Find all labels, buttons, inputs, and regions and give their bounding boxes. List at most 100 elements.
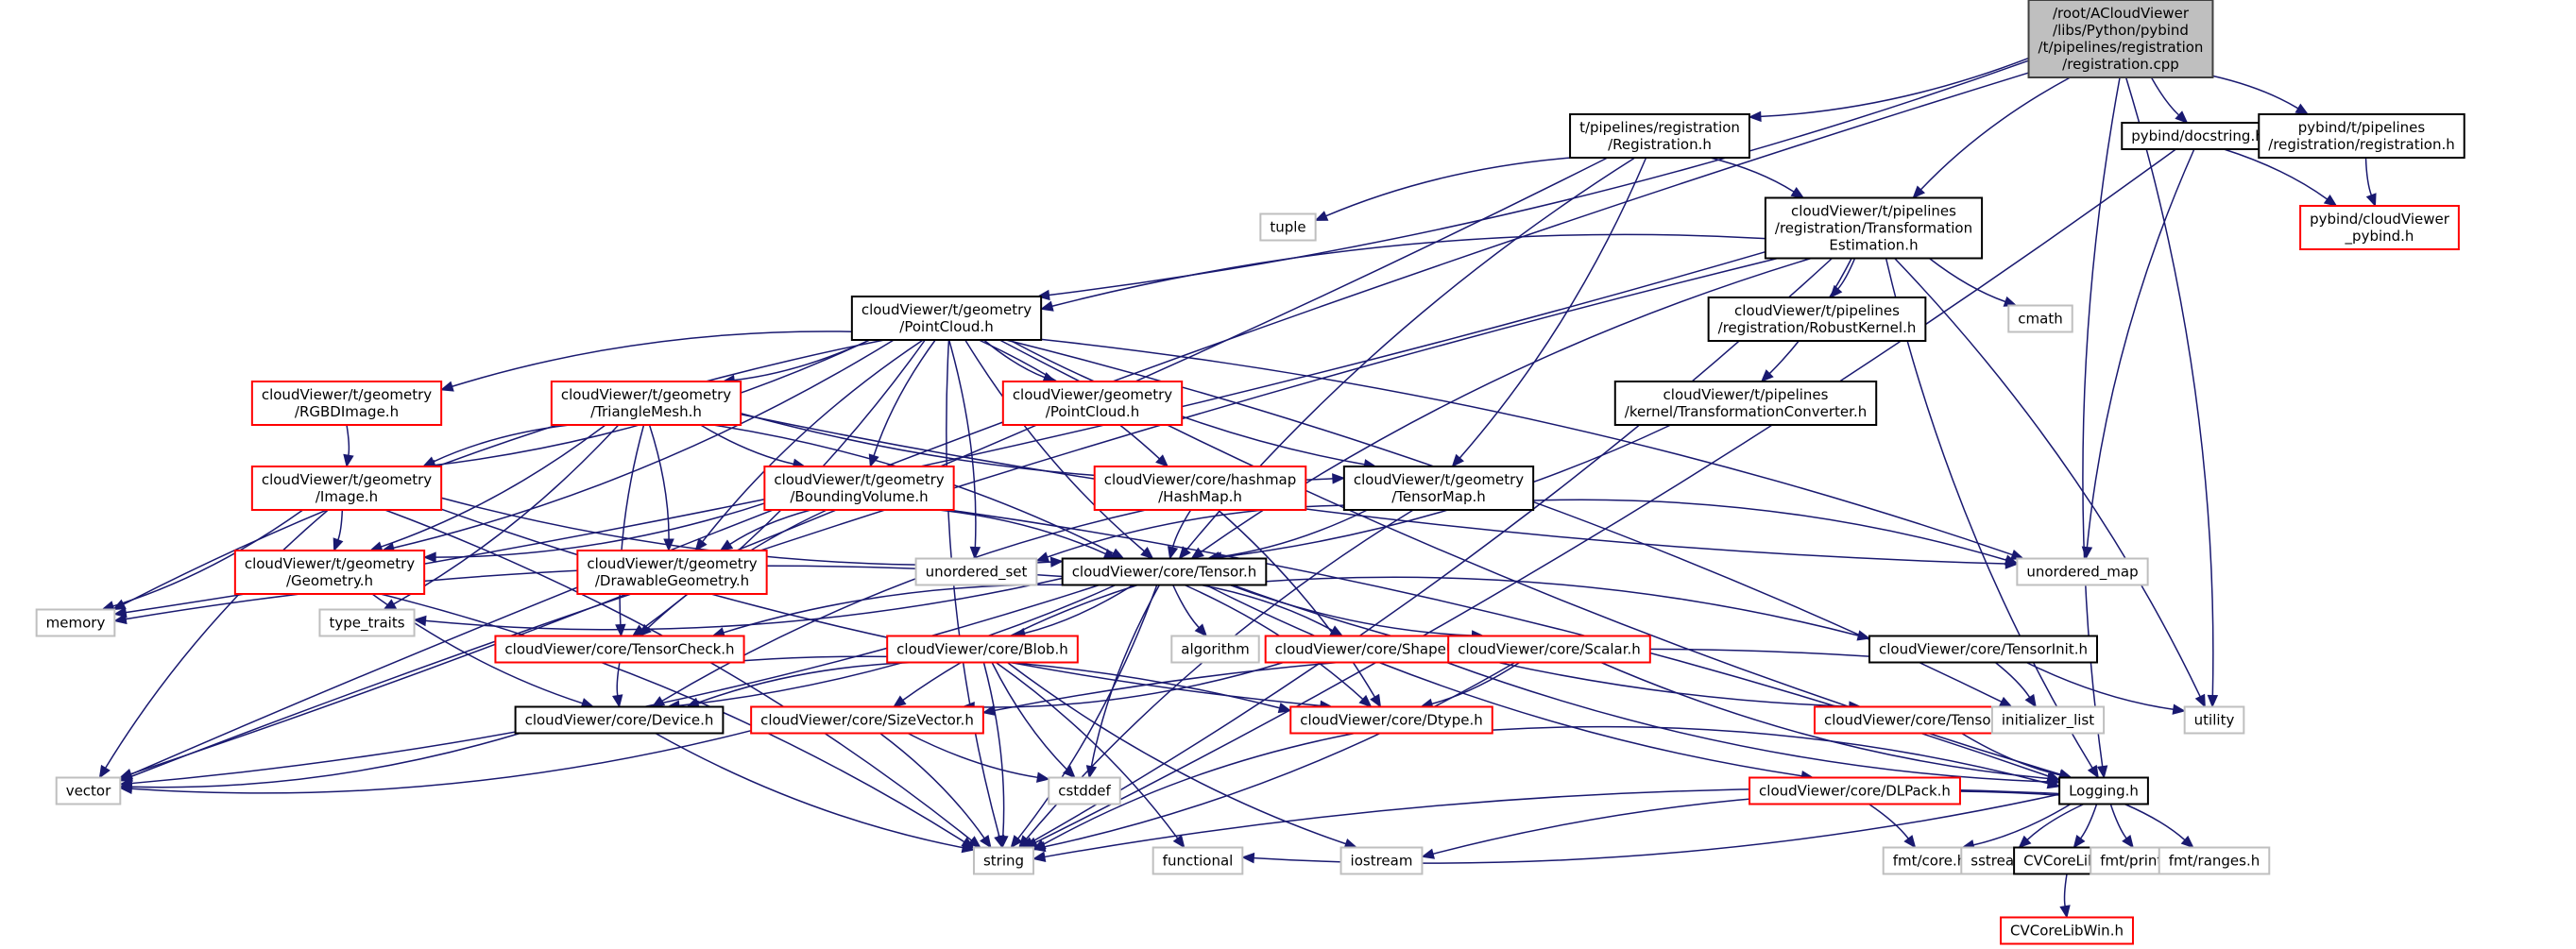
node-label-line: /RGBDImage.h: [295, 403, 399, 420]
node-label-line: cloudViewer/core/DLPack.h: [1759, 783, 1951, 800]
node-cstddef[interactable]: cstddef: [1048, 776, 1121, 805]
node-box: [1613, 381, 1878, 426]
node-label-line: /registration/Transformation: [1775, 220, 1972, 237]
node-logging-h[interactable]: Logging.h: [2058, 776, 2149, 805]
edge-hashmap-h-to-dtype-h: [1217, 509, 1376, 698]
node-cmath[interactable]: cmath: [2007, 304, 2073, 333]
node-rgbd-image-h[interactable]: cloudViewer/t/geometry/RGBDImage.h: [250, 381, 443, 426]
node-dtype-h[interactable]: cloudViewer/core/Dtype.h: [1289, 705, 1493, 735]
node-cv-pybind-h[interactable]: pybind/cloudViewer_pybind.h: [2299, 205, 2460, 250]
node-initializer-list[interactable]: initializer_list: [1990, 705, 2106, 735]
arrowhead-icon: [2295, 103, 2310, 115]
node-pointcloud-t-h[interactable]: cloudViewer/t/geometry/PointCloud.h: [850, 296, 1043, 341]
nodes-layer: /root/ACloudViewer/libs/Python/pybind/t/…: [35, 0, 2465, 945]
node-iostream[interactable]: iostream: [1339, 846, 1424, 875]
node-robust-kernel-h[interactable]: cloudViewer/t/pipelines/registration/Rob…: [1707, 297, 1927, 342]
edge-hashmap-h-to-tensor-h: [1171, 509, 1192, 549]
node-image-h[interactable]: cloudViewer/t/geometry/Image.h: [250, 466, 443, 511]
arrowhead-icon: [1085, 765, 1098, 779]
node-label-line: Logging.h: [2069, 783, 2139, 800]
edge-blob-h-to-cstddef: [991, 662, 1067, 771]
node-transformation-converter-h[interactable]: cloudViewer/t/pipelines/kernel/Transform…: [1613, 381, 1878, 426]
node-box: [2299, 205, 2460, 250]
node-device-h[interactable]: cloudViewer/core/Device.h: [514, 705, 725, 735]
node-blob-h[interactable]: cloudViewer/core/Blob.h: [886, 635, 1079, 664]
node-box: [1569, 113, 1750, 159]
node-hashmap-h[interactable]: cloudViewer/core/hashmap/HashMap.h: [1093, 466, 1307, 511]
node-utility[interactable]: utility: [2183, 705, 2245, 735]
node-box: [1447, 635, 1651, 664]
node-label-line: initializer_list: [2002, 712, 2094, 730]
arrowhead-icon: [998, 835, 1009, 849]
node-pybind-registration-h[interactable]: pybind/t/pipelines/registration/registra…: [2258, 113, 2465, 159]
node-functional[interactable]: functional: [1152, 846, 1244, 875]
node-unordered-map[interactable]: unordered_map: [2016, 557, 2149, 586]
node-registration-h[interactable]: t/pipelines/registration/Registration.h: [1569, 113, 1750, 159]
node-label-line: cloudViewer/core/TensorKey.h: [1824, 712, 2034, 729]
arrowhead-icon: [2122, 835, 2134, 849]
node-pointcloud-h[interactable]: cloudViewer/geometry/PointCloud.h: [1001, 381, 1184, 426]
node-tensormap-h[interactable]: cloudViewer/t/geometry/TensorMap.h: [1342, 466, 1535, 511]
node-triangle-mesh-h[interactable]: cloudViewer/t/geometry/TriangleMesh.h: [550, 381, 742, 426]
arrowhead-icon: [719, 539, 734, 551]
node-size-vector-h[interactable]: cloudViewer/core/SizeVector.h: [750, 705, 984, 735]
edge-docstring-h-to-string: [1034, 148, 2176, 843]
arrowhead-icon: [694, 537, 708, 552]
arrowhead-icon: [969, 546, 981, 560]
edge-transformation-estimation-h-to-cmath: [1928, 257, 2006, 303]
node-transformation-estimation-h[interactable]: cloudViewer/t/pipelines/registration/Tra…: [1764, 196, 1984, 260]
node-box: [850, 296, 1043, 341]
node-box: [763, 466, 955, 511]
arrowhead-icon: [2081, 546, 2093, 560]
node-cvcorelibwin-h[interactable]: CVCoreLibWin.h: [2000, 916, 2134, 945]
edge-pointcloud-t-h-to-unordered-set: [947, 339, 977, 548]
arrowhead-icon: [2180, 835, 2194, 849]
node-box: [1061, 557, 1268, 586]
node-box: [2007, 304, 2073, 333]
edge-root-to-registration-h: [1760, 57, 2029, 118]
node-tensor-h[interactable]: cloudViewer/core/Tensor.h: [1061, 557, 1268, 586]
arrowhead-icon: [2207, 694, 2219, 708]
node-root[interactable]: /root/ACloudViewer/libs/Python/pybind/t/…: [2027, 0, 2214, 78]
node-vector[interactable]: vector: [55, 776, 122, 805]
node-algorithm[interactable]: algorithm: [1170, 635, 1260, 664]
edge-root-to-transformation-estimation-h: [1919, 76, 2071, 191]
arrowhead-icon: [1155, 454, 1169, 467]
node-label-line: unordered_map: [2026, 564, 2138, 582]
arrowhead-icon: [961, 841, 976, 854]
edge-triangle-mesh-h-to-geometry-h: [381, 424, 606, 548]
node-label-line: /Image.h: [316, 488, 378, 505]
edge-rgbd-image-h-to-image-h: [346, 424, 350, 456]
edge-logging-h-to-fmt-ranges-h: [2124, 803, 2186, 841]
node-unordered-set[interactable]: unordered_set: [914, 557, 1038, 586]
arrowhead-icon: [333, 537, 344, 552]
node-scalar-h[interactable]: cloudViewer/core/Scalar.h: [1447, 635, 1651, 664]
node-box: [1990, 705, 2106, 735]
node-fmt-ranges-h[interactable]: fmt/ranges.h: [2158, 846, 2271, 875]
node-fmt-core-h[interactable]: fmt/core.h: [1882, 846, 1977, 875]
node-label-line: cloudViewer/geometry: [1013, 386, 1172, 403]
node-memory[interactable]: memory: [35, 608, 116, 637]
edge-tensor-h-to-string: [1017, 585, 1158, 839]
node-tuple[interactable]: tuple: [1259, 212, 1317, 242]
node-drawable-geometry-h[interactable]: cloudViewer/t/geometry/DrawableGeometry.…: [576, 550, 768, 595]
node-label-line: /BoundingVolume.h: [790, 488, 928, 505]
arrowhead-icon: [2175, 110, 2189, 124]
node-docstring-h[interactable]: pybind/docstring.h: [2121, 122, 2275, 150]
arrowhead-icon: [413, 615, 427, 627]
node-bounding-volume-h[interactable]: cloudViewer/t/geometry/BoundingVolume.h: [763, 466, 955, 511]
node-box: [250, 381, 443, 426]
node-dlpack-h[interactable]: cloudViewer/core/DLPack.h: [1749, 776, 1961, 805]
node-geometry-h[interactable]: cloudViewer/t/geometry/Geometry.h: [233, 550, 426, 595]
node-type-traits[interactable]: type_traits: [318, 608, 416, 637]
edge-shape-util-h-to-size-vector-h: [974, 661, 1285, 708]
arrowhead-icon: [981, 704, 997, 716]
edge-tensor-h-to-tensor-init-h: [1266, 576, 1859, 636]
edge-image-h-to-dtype-h: [440, 508, 1322, 707]
node-tensor-init-h[interactable]: cloudViewer/core/TensorInit.h: [1868, 635, 2098, 664]
node-string[interactable]: string: [972, 846, 1035, 875]
node-box: [233, 550, 426, 595]
node-label-line: utility: [2194, 712, 2235, 729]
node-tensor-check-h[interactable]: cloudViewer/core/TensorCheck.h: [494, 635, 745, 664]
edge-logging-h-to-sstream: [2026, 803, 2085, 840]
